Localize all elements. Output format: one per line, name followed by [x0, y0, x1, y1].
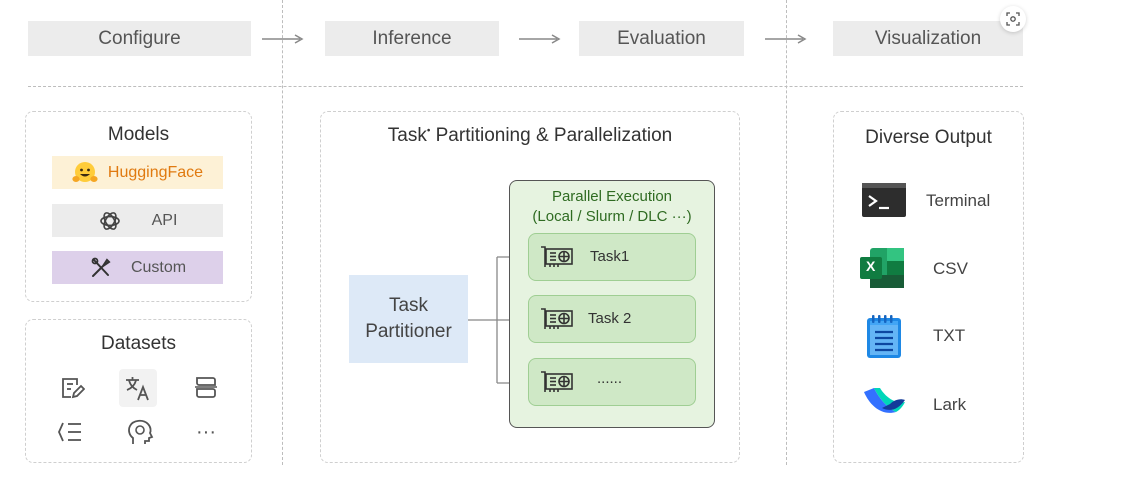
output-title: Diverse Output — [865, 127, 992, 148]
output-csv-label: CSV — [933, 259, 968, 278]
arrow-configure-inference — [262, 34, 304, 44]
excel-icon-glyph: X — [866, 258, 876, 274]
stage-inference-label: Inference — [372, 27, 452, 49]
parallel-execution-title: Parallel Execution — [551, 188, 673, 205]
models-title: Models — [107, 124, 170, 145]
model-api-label: API — [151, 211, 178, 229]
notepad-icon — [867, 315, 901, 358]
datasets-panel: Datasets ·· — [25, 319, 252, 463]
stage-visualization: Visualization — [833, 21, 1023, 56]
models-panel: Models HuggingFace API Custom — [25, 111, 252, 302]
task-card-1: Task1 — [528, 233, 696, 281]
task-card-2: Task 2 — [528, 295, 696, 343]
task-title: Task• Partitioning & Parallelization — [387, 125, 673, 146]
task-partitioner: Task Partitioner — [349, 275, 468, 363]
parallel-execution-box: Parallel Execution (Local / Slurm / DLC … — [509, 180, 715, 428]
task-card-1-label: Task1 — [590, 248, 630, 265]
model-huggingface: HuggingFace — [52, 156, 223, 189]
gpu-icon — [541, 371, 573, 392]
task-panel: Task• Partitioning & Parallelization Tas… — [320, 111, 740, 463]
output-terminal-label: Terminal — [926, 191, 991, 210]
arrow-evaluation-visualization — [765, 34, 807, 44]
tools-icon — [91, 257, 111, 277]
stage-configure: Configure — [28, 21, 251, 56]
datasets-title: Datasets — [101, 333, 176, 354]
tree-list-icon — [53, 415, 87, 449]
column-divider-left — [282, 0, 283, 465]
partitioner-line1: Task — [388, 295, 429, 316]
more-icon: ··· — [196, 420, 216, 443]
stage-evaluation: Evaluation — [579, 21, 744, 56]
openai-icon — [99, 211, 120, 230]
parallel-execution-heading: Parallel Execution (Local / Slurm / DLC … — [510, 187, 714, 227]
excel-icon — [860, 248, 904, 288]
image-search-button[interactable] — [1000, 6, 1026, 32]
brain-head-icon — [123, 415, 157, 449]
model-huggingface-label: HuggingFace — [107, 163, 204, 181]
model-api: API — [52, 204, 223, 237]
output-txt-label: TXT — [933, 326, 966, 345]
gpu-icon — [541, 308, 573, 329]
task-title-rest: Partitioning & Parallelization — [430, 125, 673, 146]
stage-configure-label: Configure — [98, 27, 181, 49]
stage-divider — [28, 86, 1023, 87]
model-custom: Custom — [52, 251, 223, 284]
layout-rows-icon — [189, 371, 223, 405]
lark-icon — [864, 388, 905, 413]
scan-icon — [1006, 12, 1020, 26]
task-card-3: ...... — [528, 358, 696, 406]
task-card-3-label: ...... — [597, 370, 623, 387]
column-divider-right — [786, 0, 787, 465]
output-lark-label: Lark — [933, 395, 967, 414]
edit-document-icon — [55, 371, 89, 405]
arrow-inference-evaluation — [519, 34, 561, 44]
task-title-word: Task — [387, 125, 427, 146]
partitioner-line2: Partitioner — [365, 321, 452, 342]
stage-visualization-label: Visualization — [874, 27, 982, 49]
output-panel: Diverse Output Terminal X CSV TXT — [833, 111, 1024, 463]
model-custom-label: Custom — [130, 258, 187, 276]
translate-icon — [119, 369, 157, 407]
parallel-execution-subtitle: (Local / Slurm / DLC ···) — [532, 208, 692, 225]
task-card-2-label: Task 2 — [588, 310, 632, 327]
terminal-icon — [862, 183, 906, 217]
hugging-face-icon — [72, 161, 98, 182]
stage-inference: Inference — [325, 21, 499, 56]
gpu-icon — [541, 246, 573, 267]
stage-evaluation-label: Evaluation — [617, 27, 706, 49]
